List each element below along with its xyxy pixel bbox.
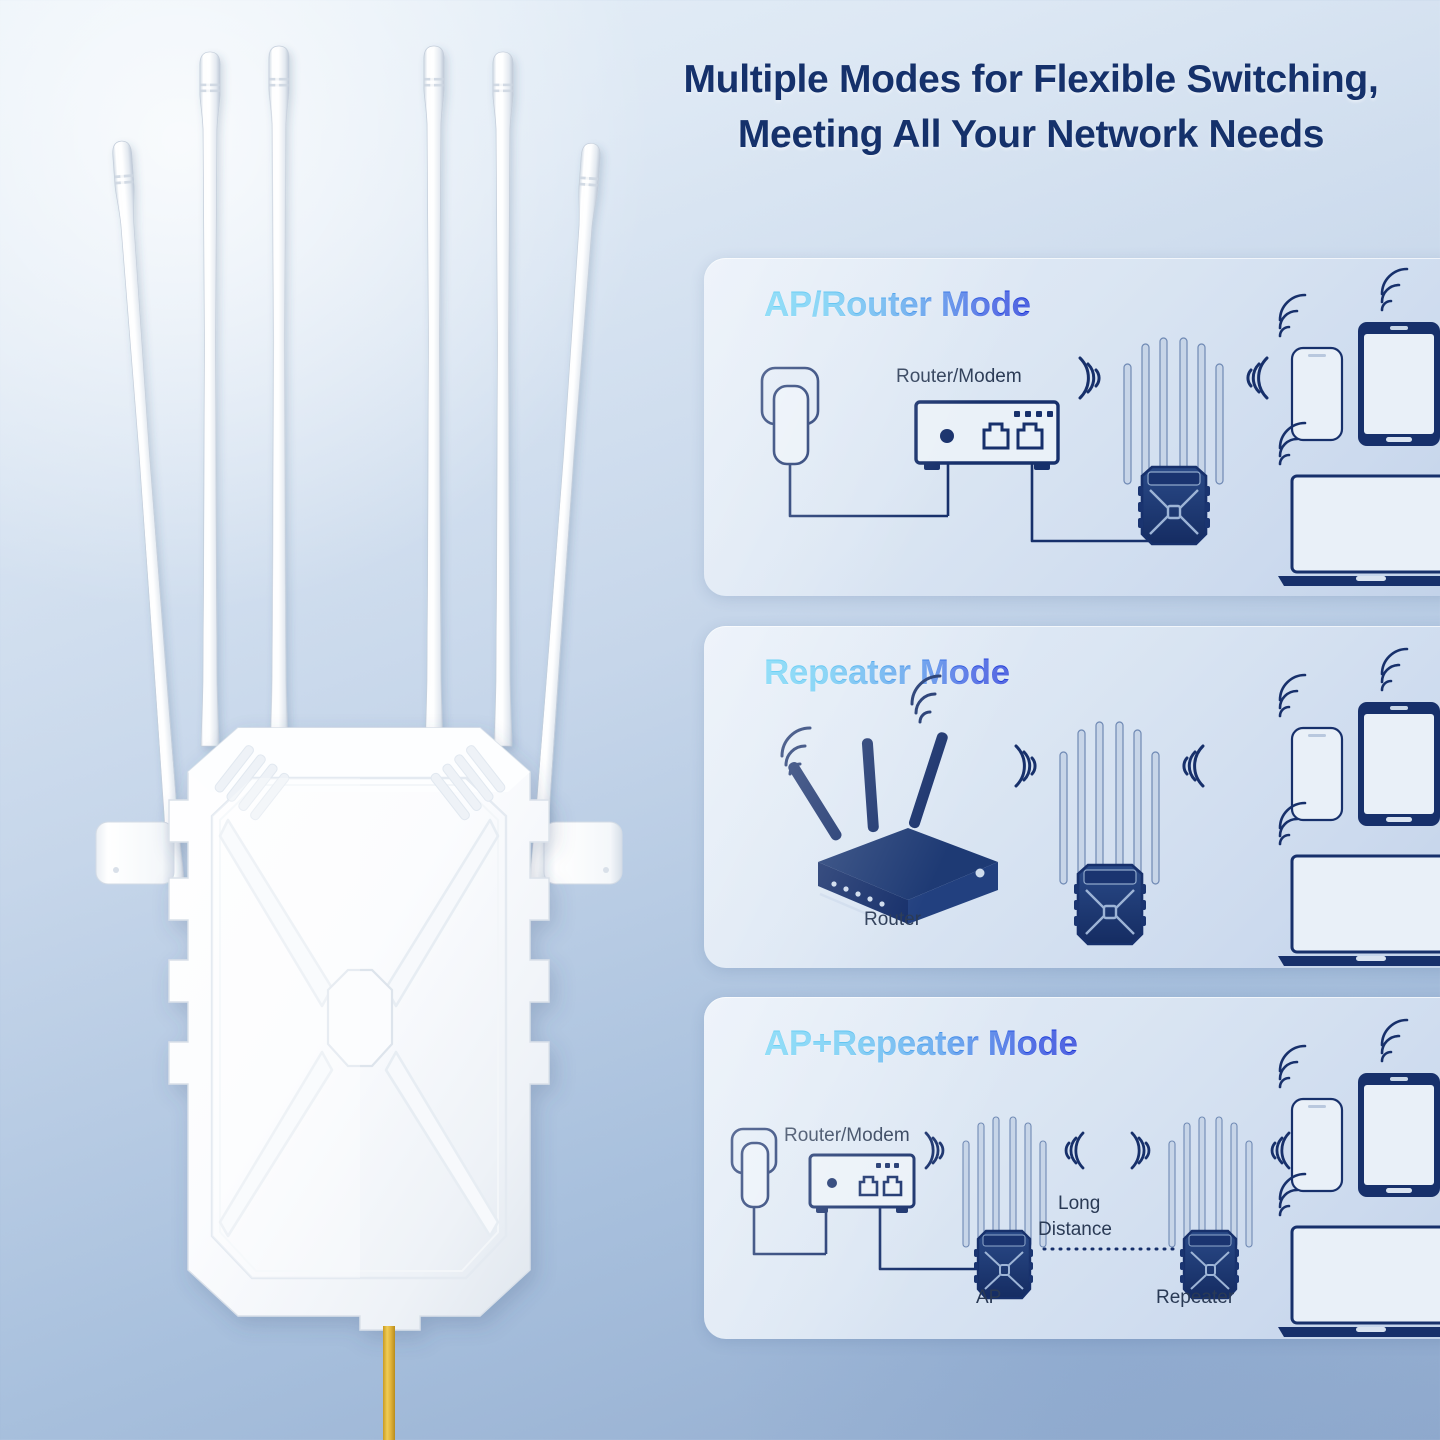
wifi-signal-icon	[1278, 801, 1307, 846]
card-title-ap-router: AP/Router Mode	[764, 285, 1031, 324]
tablet-icon	[1358, 1018, 1440, 1197]
wifi-signal-icon	[1278, 293, 1307, 338]
wifi-signal-icon	[1130, 1131, 1291, 1170]
wifi-signal-icon	[924, 1131, 1085, 1170]
wifi-extender-icon	[1078, 337, 1269, 546]
smartphone-icon	[1278, 673, 1344, 822]
label-long-distance-line-1: Long	[1058, 1193, 1101, 1214]
wifi-extender-icon	[1014, 721, 1205, 946]
card-title-ap-repeater: AP+Repeater Mode	[764, 1024, 1078, 1063]
mode-card-ap-repeater[interactable]: AP+Repeater Mode	[704, 997, 1440, 1339]
power-outlet-icon	[760, 366, 820, 466]
label-router-repeater: Router	[864, 909, 922, 930]
laptop-icon	[1278, 1172, 1440, 1337]
label-node-ap: AP	[976, 1287, 1002, 1308]
wifi-signal-icon	[1278, 1044, 1307, 1089]
router-modem-icon	[914, 400, 1060, 470]
wifi-signal-icon	[1380, 1018, 1409, 1063]
laptop-icon	[1278, 801, 1440, 966]
label-node-repeater: Repeater	[1156, 1287, 1235, 1308]
wifi-signal-icon	[1278, 673, 1307, 718]
diagram-ap-repeater: Router/Modem Long Distance AP Repeater	[704, 997, 1440, 1339]
wifi-extender-icon	[1130, 1116, 1291, 1300]
label-router-modem-ap: Router/Modem	[896, 366, 1022, 387]
page-title: Multiple Modes for Flexible Switching, M…	[628, 52, 1434, 163]
label-router-modem-ap-repeater: Router/Modem	[784, 1125, 910, 1146]
wifi-signal-icon	[1380, 647, 1409, 692]
wifi-signal-icon	[780, 674, 942, 776]
wifi-signal-icon	[1078, 356, 1269, 400]
product-hero-image	[60, 30, 680, 1440]
laptop-icon	[1278, 421, 1440, 586]
wifi-signal-icon	[1380, 267, 1409, 312]
wireless-router-icon	[780, 674, 998, 924]
page-title-line-1: Multiple Modes for Flexible Switching,	[683, 58, 1379, 101]
diagram-ap-router: Router/Modem	[704, 258, 1440, 596]
power-outlet-icon	[730, 1127, 778, 1209]
wifi-signal-icon	[1278, 421, 1307, 466]
smartphone-icon	[1278, 1044, 1344, 1193]
tablet-icon	[1358, 647, 1440, 826]
diagram-repeater: Router	[704, 626, 1440, 968]
wifi-signal-icon	[1278, 1172, 1307, 1217]
card-title-repeater: Repeater Mode	[764, 653, 1010, 692]
tablet-icon	[1358, 267, 1440, 446]
mode-card-repeater[interactable]: Repeater Mode	[704, 626, 1440, 968]
wifi-signal-icon	[1014, 744, 1205, 788]
mode-card-ap-router[interactable]: AP/Router Mode	[704, 258, 1440, 596]
page-title-line-2: Meeting All Your Network Needs	[737, 113, 1325, 157]
smartphone-icon	[1278, 293, 1344, 442]
power-cable	[383, 1326, 395, 1440]
router-modem-icon	[808, 1153, 916, 1213]
label-long-distance-line-2: Distance	[1038, 1219, 1112, 1240]
wifi-extender-icon	[924, 1116, 1085, 1300]
